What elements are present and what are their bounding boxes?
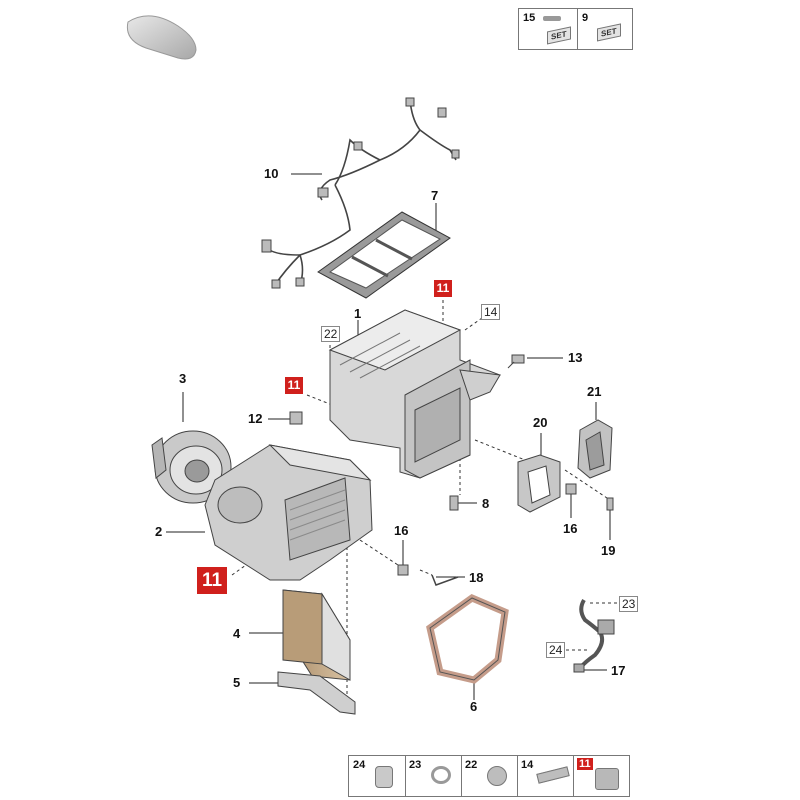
filter-frame (317, 211, 451, 299)
callout-10: 10 (264, 166, 279, 181)
callout-2: 2 (155, 524, 163, 539)
push-pin-icon (375, 766, 393, 788)
kit-number-14: 14 (521, 759, 534, 771)
duct-21 (577, 419, 613, 479)
valve-16b (565, 483, 577, 495)
hose-clamp-icon (431, 766, 451, 784)
kit-number-15: 15 (523, 12, 536, 24)
kit-cell-15 (519, 9, 578, 49)
sensor-18 (431, 574, 459, 586)
callout-16a: 16 (394, 523, 409, 538)
callout-18: 18 (469, 570, 484, 585)
vehicle-silhouette-icon (126, 15, 197, 60)
kit-number-22: 22 (465, 759, 478, 771)
boxed-callout-23: 23 (619, 596, 639, 612)
kit-cell-22 (461, 756, 518, 796)
main-hvac-housing (328, 309, 501, 479)
callout-19: 19 (601, 543, 616, 558)
callout-17: 17 (611, 663, 626, 678)
kit-number-24: 24 (353, 759, 366, 771)
boxed-callout-14: 14 (481, 304, 501, 320)
assembly-lines (231, 300, 620, 700)
connector-8 (449, 495, 459, 511)
kit-number-9: 9 (582, 12, 589, 24)
callout-8: 8 (482, 496, 490, 511)
callout-12: 12 (248, 411, 263, 426)
callout-5: 5 (233, 675, 241, 690)
kit-cell-23 (405, 756, 462, 796)
kit-cell-14 (517, 756, 574, 796)
duct-20 (517, 454, 561, 513)
sensor-19 (606, 497, 614, 511)
kit-box-bottom: 24 23 22 14 11 (348, 755, 630, 797)
callout-1: 1 (354, 306, 362, 321)
blower-motor (151, 430, 232, 504)
boxed-callout-22: 22 (321, 326, 341, 342)
callout-21: 21 (587, 384, 602, 399)
kit-number-23: 23 (409, 759, 422, 771)
callout-7: 7 (431, 188, 439, 203)
red-callout-11-large: 11 (197, 567, 227, 594)
callout-3: 3 (179, 371, 187, 386)
seal-strip (277, 671, 356, 715)
kit-cell-24 (349, 756, 406, 796)
sensor-13 (507, 354, 525, 369)
red-callout-11-top: 11 (434, 280, 452, 297)
red-callout-11-mid: 11 (285, 377, 303, 394)
valve-16a (397, 564, 409, 576)
gasket (426, 594, 509, 684)
callout-16b: 16 (563, 521, 578, 536)
screw-icon (543, 16, 561, 21)
set-badge-b: SET (597, 23, 621, 42)
kit-number-11: 11 (577, 758, 593, 770)
kit-box-top: 15 SET 9 SET (518, 8, 633, 50)
nut-icon (487, 766, 507, 786)
actuator-12 (289, 411, 303, 425)
callout-6: 6 (470, 699, 478, 714)
evaporator-core (282, 589, 351, 681)
callout-4: 4 (233, 626, 241, 641)
callout-20: 20 (533, 415, 548, 430)
callout-13: 13 (568, 350, 583, 365)
blower-housing (204, 444, 373, 581)
boxed-callout-24: 24 (546, 642, 566, 658)
actuator-icon (595, 768, 619, 790)
